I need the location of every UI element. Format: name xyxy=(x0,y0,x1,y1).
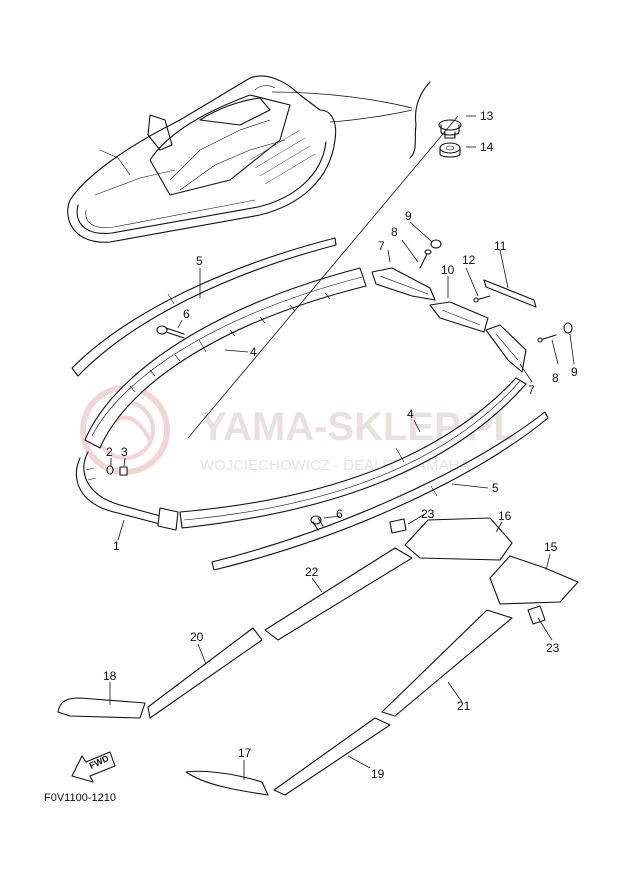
part-6-screw-lower xyxy=(310,515,324,531)
callout-7-lower: 7 xyxy=(528,383,535,397)
callout-6-upper: 6 xyxy=(183,307,190,321)
part-20-mat xyxy=(147,627,263,719)
callout-5-upper: 5 xyxy=(196,254,203,268)
leader-lines xyxy=(109,115,575,780)
part-1-bow-rail xyxy=(75,451,179,531)
part-8-rivet-lower xyxy=(537,334,557,343)
part-5-lower-rail xyxy=(211,411,549,571)
callout-17: 17 xyxy=(238,746,252,760)
callout-20: 20 xyxy=(190,630,204,644)
callout-9-upper: 9 xyxy=(405,209,412,223)
direction-arrow: FWD xyxy=(71,751,116,783)
part-23-patch-lower xyxy=(527,605,546,625)
callout-18: 18 xyxy=(103,669,117,683)
watercraft-overview xyxy=(67,75,431,243)
part-7-corner-upper xyxy=(371,267,436,301)
callout-4-lower: 4 xyxy=(407,407,414,421)
part-17-mat xyxy=(185,770,269,796)
callout-2: 2 xyxy=(106,445,113,459)
callout-22: 22 xyxy=(305,565,319,579)
callout-3: 3 xyxy=(121,445,128,459)
callout-19: 19 xyxy=(371,767,385,781)
callout-10: 10 xyxy=(441,263,455,277)
part-5-upper-rail xyxy=(71,237,337,377)
direction-label: FWD xyxy=(88,753,111,771)
part-12-rivet xyxy=(473,295,491,303)
callout-21: 21 xyxy=(457,699,471,713)
part-6-screw-upper xyxy=(156,325,185,339)
figure-code: F0V1100-1210 xyxy=(44,792,116,804)
part-21-mat xyxy=(381,609,513,717)
callout-23-lower: 23 xyxy=(546,641,560,655)
part-18-mat xyxy=(57,697,146,719)
callout-5-lower: 5 xyxy=(492,481,499,495)
callout-1: 1 xyxy=(113,539,120,553)
part-23-patch-upper xyxy=(389,518,407,534)
part-9-cap-lower xyxy=(563,322,573,334)
callout-8-upper: 8 xyxy=(391,225,398,239)
part-10-rear-rail xyxy=(429,301,489,333)
part-22-mat xyxy=(264,547,413,641)
part-16-mat xyxy=(404,517,513,561)
part-7-corner-lower xyxy=(485,324,527,373)
callout-4-upper: 4 xyxy=(250,345,257,359)
callout-12: 12 xyxy=(462,253,476,267)
part-4-lower-rail xyxy=(179,377,527,529)
part-14-nut xyxy=(439,142,461,158)
part-2-rivet xyxy=(106,465,114,475)
callouts: 1 2 3 4 4 5 5 6 6 7 7 8 8 9 9 10 11 12 1… xyxy=(103,109,578,781)
callout-13: 13 xyxy=(480,109,494,123)
part-8-rivet-upper xyxy=(419,249,432,269)
callout-15: 15 xyxy=(544,540,558,554)
callout-14: 14 xyxy=(480,140,494,154)
callout-6-lower: 6 xyxy=(336,507,343,521)
part-11-strip xyxy=(483,279,537,308)
part-15-mat xyxy=(489,555,579,605)
part-9-cap-upper xyxy=(430,239,442,249)
callout-23-upper: 23 xyxy=(421,507,435,521)
part-19-mat xyxy=(273,717,391,796)
part-4-gunwale-rail xyxy=(84,267,367,449)
callout-11: 11 xyxy=(494,239,507,253)
callout-16: 16 xyxy=(498,509,512,523)
callout-9-lower: 9 xyxy=(571,365,578,379)
callout-7-upper: 7 xyxy=(378,239,385,253)
callout-8-lower: 8 xyxy=(552,371,559,385)
part-3-nut xyxy=(119,466,128,476)
